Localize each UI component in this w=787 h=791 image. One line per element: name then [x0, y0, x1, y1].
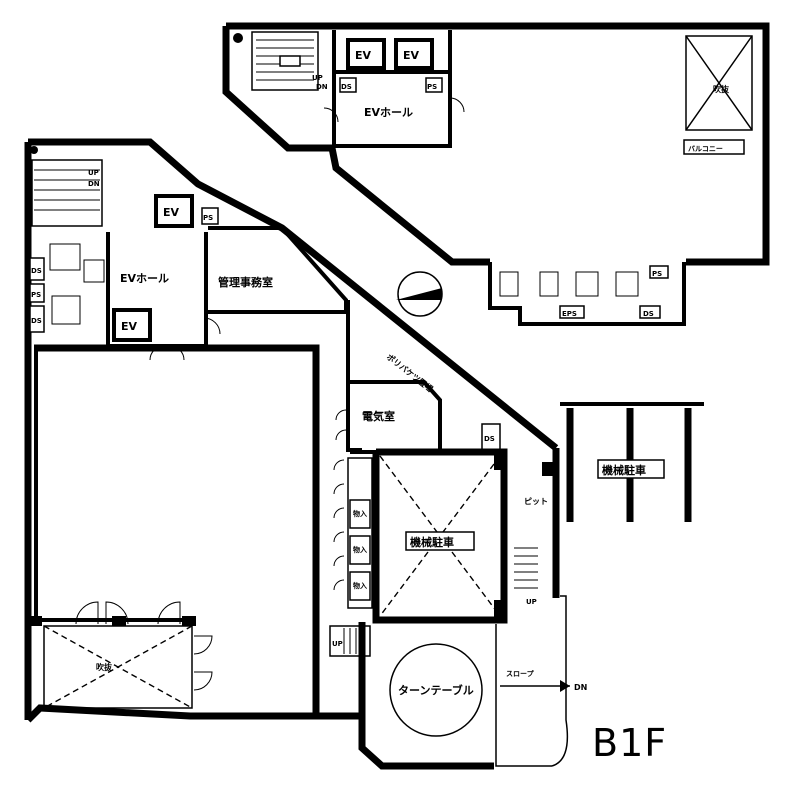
ramp-up-label: UP	[526, 598, 537, 606]
mechanical-parking-right: 機械駐車	[560, 402, 704, 522]
slope-dn-label: DN	[574, 683, 587, 692]
stair-up-label: UP	[332, 640, 343, 648]
turntable-label: ターンテーブル	[398, 683, 474, 697]
mono-label: 物入	[353, 581, 367, 590]
stair-dn-label: DN	[88, 180, 100, 188]
ev-hall-label: EVホール	[120, 272, 169, 285]
fukinuke-label: 吹抜	[96, 662, 113, 672]
ds-label: DS	[643, 310, 654, 318]
ev-hall-label: EVホール	[364, 106, 413, 119]
ps-label: PS	[203, 214, 213, 222]
balcony-label: バルコニー	[688, 145, 723, 153]
floor-label: B1F	[592, 721, 667, 765]
stair-up-label: UP	[88, 169, 99, 177]
center-area: ポリバケツ置場 電気室 DS 物入 物入 物入 UP	[329, 300, 587, 770]
eps-label: EPS	[562, 310, 577, 318]
upper-wing: UP DN DS PS EV EV EVホール 吹抜 バルコニー	[222, 22, 770, 326]
ds-label: DS	[484, 435, 495, 443]
mono-label: 物入	[353, 509, 367, 518]
fukinuke-label: 吹抜	[713, 84, 730, 94]
north-arrow-icon	[396, 271, 443, 317]
ps-label: PS	[31, 291, 41, 299]
kanri-label: 管理事務室	[218, 275, 273, 289]
left-building: UP DN EV EV PS EVホール DS PS DS 管理事務室	[24, 138, 559, 723]
slope-label: スロープ	[506, 669, 535, 678]
mono-label: 物入	[353, 545, 367, 554]
kikai-label: 機械駐車	[410, 535, 454, 549]
stair-up-label: UP	[312, 74, 323, 82]
ev-label: EV	[121, 320, 138, 333]
ds-label: DS	[341, 83, 352, 91]
ev-label: EV	[163, 206, 180, 219]
ev-label: EV	[403, 49, 420, 62]
ds-label: DS	[31, 267, 42, 275]
ps-label: PS	[427, 83, 437, 91]
ds-label: DS	[31, 317, 42, 325]
denki-label: 電気室	[362, 409, 395, 423]
pit-label: ピット	[524, 496, 548, 506]
stair-dn-label: DN	[316, 83, 328, 91]
ps-label: PS	[652, 270, 662, 278]
ev-label: EV	[355, 49, 372, 62]
kikai-label: 機械駐車	[602, 463, 646, 477]
